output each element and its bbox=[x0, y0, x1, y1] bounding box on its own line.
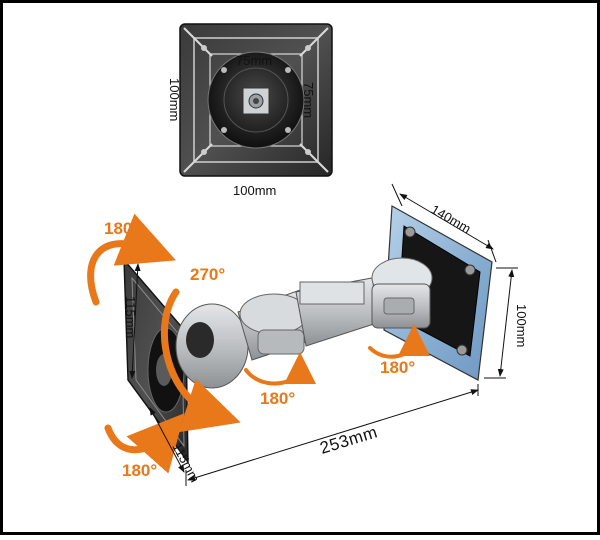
plate-75mm-horizontal-label: 75mm bbox=[236, 53, 272, 68]
rotation-top-left-label: 180° bbox=[104, 219, 139, 238]
rotation-right-joint-label: 180° bbox=[380, 358, 415, 377]
dim-left-height-label: 115mm bbox=[123, 296, 138, 338]
dim-length-label: 253mm bbox=[318, 422, 380, 457]
plate-100mm-vertical-label: 100mm bbox=[167, 78, 182, 121]
dim-height-right-label: 100mm bbox=[514, 304, 529, 347]
arm-joint-right bbox=[371, 257, 433, 329]
arm-segment-2 bbox=[295, 277, 381, 347]
rotation-main-joint-label: 270° bbox=[190, 265, 225, 284]
rotation-bottom-left-label: 180° bbox=[122, 461, 157, 480]
dimension-lines bbox=[129, 183, 518, 486]
plate-100mm-horizontal-label: 100mm bbox=[233, 183, 276, 198]
vesa-plate: 75mm 75mm 100mm 100mm bbox=[167, 23, 333, 198]
monitor-arm: 180° 270° 180° 180° 180° 140mm 100mm 115… bbox=[87, 183, 529, 486]
plate-75mm-vertical-label: 75mm bbox=[301, 82, 316, 118]
arm-joint-left bbox=[175, 303, 249, 389]
dim-left-width-label: 115mm bbox=[169, 440, 202, 484]
arm-segment-1 bbox=[237, 289, 313, 361]
rotation-lower-joint-label: 180° bbox=[260, 389, 295, 408]
